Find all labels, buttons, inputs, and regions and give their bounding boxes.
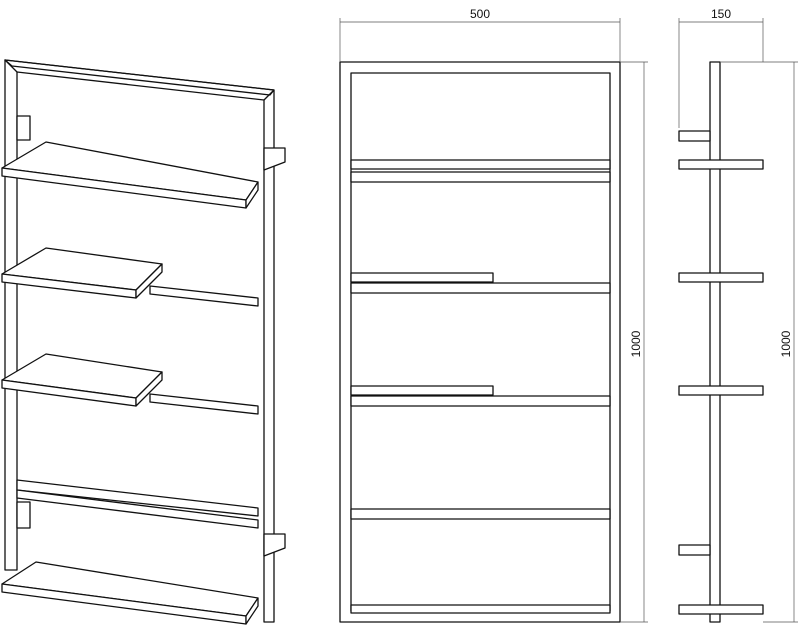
- iso-bracket-right-top: [263, 147, 286, 171]
- iso-shelf-1-side: [245, 181, 259, 209]
- front-view: 500 1000: [339, 7, 648, 623]
- dim-height-front-label: 1000: [629, 330, 643, 357]
- front-rail-1: [350, 171, 611, 183]
- front-shelf-4: [350, 604, 611, 614]
- side-shelf-3: [678, 385, 764, 396]
- dim-height-side-label: 1000: [779, 330, 793, 357]
- front-shelf-1: [350, 159, 611, 170]
- side-shelf-4: [678, 604, 764, 615]
- front-shelf-2: [350, 272, 494, 283]
- iso-shelf-2-side: [135, 263, 163, 299]
- front-rail-2: [350, 282, 611, 294]
- iso-shelf-4-side: [245, 597, 259, 625]
- isometric-view: [1, 59, 286, 625]
- iso-bracket-left-top: [16, 115, 31, 141]
- iso-rail-4: [16, 489, 259, 529]
- iso-rail-1: [149, 285, 259, 307]
- side-bracket-bottom: [678, 544, 711, 556]
- iso-rail-3: [16, 479, 259, 517]
- iso-bracket-left-bottom: [16, 501, 31, 529]
- side-bracket-top: [678, 130, 711, 142]
- iso-bracket-right-bottom: [263, 533, 286, 557]
- side-view: 150 1000: [678, 7, 798, 623]
- front-shelf-3: [350, 385, 494, 396]
- front-frame-outer: [339, 61, 621, 623]
- iso-frame-top-face: [4, 59, 275, 96]
- iso-rail-2: [149, 393, 259, 415]
- front-rail-4: [350, 508, 611, 520]
- side-shelf-2: [678, 272, 764, 283]
- front-rail-3: [350, 395, 611, 407]
- iso-shelf-3-side: [135, 371, 163, 407]
- side-shelf-1: [678, 159, 764, 170]
- side-post: [709, 61, 721, 623]
- dim-width-label: 500: [470, 7, 490, 21]
- dim-depth-label: 150: [711, 7, 731, 21]
